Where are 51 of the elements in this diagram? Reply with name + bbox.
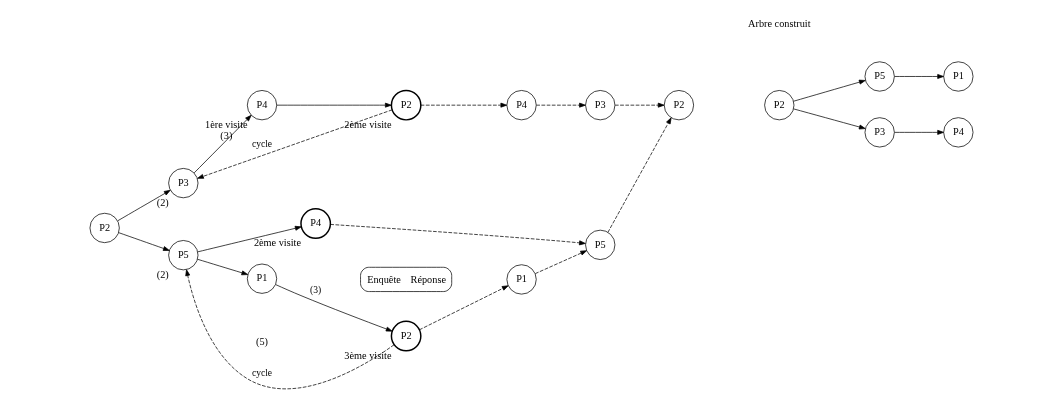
arrow [793, 79, 866, 102]
node-circle: P1 [246, 263, 278, 294]
node-label: 2ème visite [344, 119, 392, 131]
arrow [197, 109, 393, 179]
node-label: 2ème visite [253, 237, 301, 249]
node-circle: P5 [864, 61, 895, 92]
arrow [894, 74, 944, 79]
arrow [535, 250, 587, 274]
node-circle: P2 [390, 320, 422, 352]
edge-label: (3) [310, 283, 322, 295]
arrow [793, 108, 866, 130]
node-circle: P3 [585, 90, 616, 121]
arrow [117, 189, 171, 222]
arrow [607, 117, 672, 233]
node-label: (2) [156, 197, 169, 209]
arrow [197, 225, 302, 253]
arrow [420, 102, 508, 108]
node-circle: P3 [168, 168, 199, 199]
legend-label: Enquête [367, 273, 401, 285]
arrow [118, 232, 170, 251]
arrow [276, 102, 392, 108]
arrow [185, 269, 395, 390]
arrow [419, 285, 509, 331]
arrow [275, 284, 393, 332]
node-circle: P2 [764, 90, 795, 121]
node-circle: P5 [585, 229, 616, 260]
node-circle: P5 [168, 240, 199, 271]
node-label: (2) [156, 269, 169, 281]
node-circle: P3 [864, 117, 895, 148]
node-circle: P2 [663, 90, 694, 121]
arrow [536, 102, 586, 108]
edge-label: cycle [251, 138, 273, 150]
arrow [894, 129, 944, 135]
arrow [330, 224, 586, 246]
node-label: (3) [220, 130, 233, 142]
node-circle: P1 [506, 264, 537, 295]
node-circle: P4 [506, 90, 537, 121]
node-circle: P1 [943, 61, 974, 92]
node-circle: P4 [300, 208, 332, 239]
arrow [197, 258, 249, 276]
node-label: 1ère visite [205, 119, 248, 131]
arrow [614, 102, 665, 108]
node-label: 3ème visite [344, 349, 392, 361]
label: (5) [256, 335, 269, 347]
arrow [193, 114, 252, 174]
label: Arbre construit [748, 17, 811, 29]
node-circle: P2 [390, 89, 422, 121]
legend-label: Réponse [410, 273, 446, 285]
node-circle: P2 [89, 212, 120, 244]
edge-label: cycle [251, 367, 273, 379]
node-circle: P4 [943, 117, 974, 148]
